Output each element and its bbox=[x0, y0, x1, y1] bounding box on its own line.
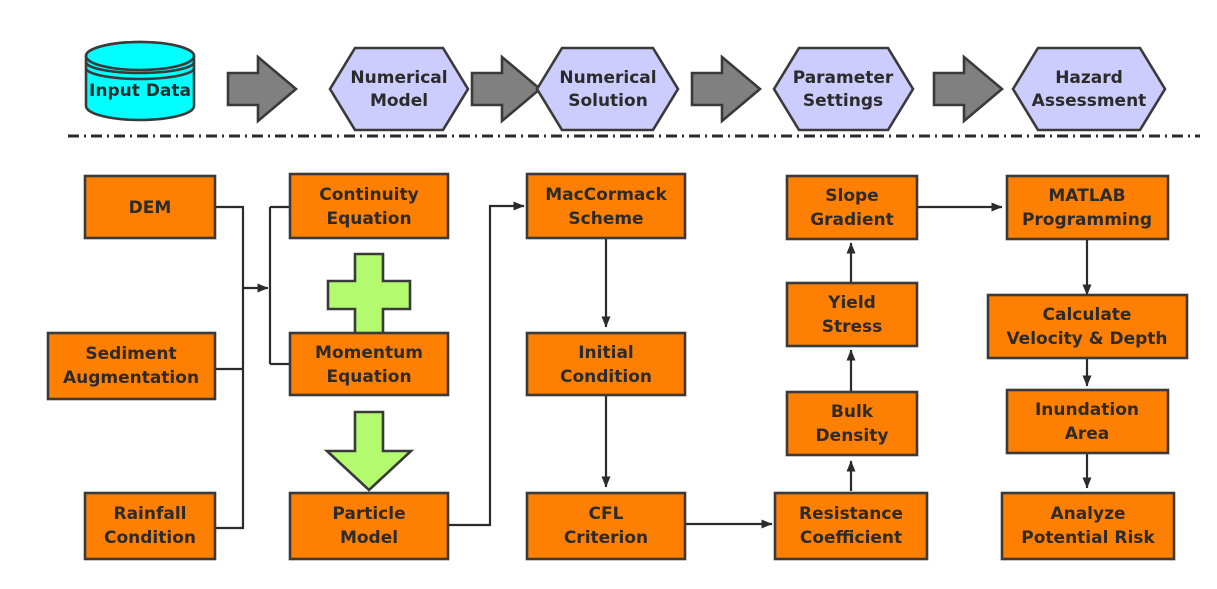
node-slope-gradient[interactable]: Slope Gradient bbox=[785, 174, 919, 241]
gray-arrow-1-icon bbox=[226, 54, 299, 124]
node-label-slope-gradient-1: Slope bbox=[825, 186, 878, 206]
node-label-sediment-augmentation-2: Augmentation bbox=[63, 368, 199, 388]
node-label-hazard-assessment-1: Hazard bbox=[1055, 68, 1123, 88]
node-label-slope-gradient-2: Gradient bbox=[810, 210, 894, 230]
node-rainfall-condition[interactable]: Rainfall Condition bbox=[83, 491, 217, 561]
node-label-sediment-augmentation-1: Sediment bbox=[85, 344, 176, 364]
node-label-continuity-equation-2: Equation bbox=[326, 209, 411, 229]
node-label-maccormack-scheme-2: Scheme bbox=[568, 209, 643, 229]
node-cfl-criterion[interactable]: CFL Criterion bbox=[525, 491, 687, 561]
node-label-matlab-programming-2: Programming bbox=[1022, 210, 1152, 230]
node-label-bulk-density-2: Density bbox=[816, 426, 889, 446]
node-label-numerical-solution-2: Solution bbox=[568, 91, 648, 111]
node-numerical-solution[interactable]: Numerical Solution bbox=[535, 46, 680, 132]
node-label-inundation-area-1: Inundation bbox=[1035, 400, 1139, 420]
node-label-cfl-criterion-1: CFL bbox=[589, 504, 624, 524]
node-label-dem: DEM bbox=[129, 198, 172, 218]
gray-arrow-2-icon bbox=[470, 54, 543, 124]
connector-particle-to-maccormack bbox=[448, 201, 525, 527]
node-label-initial-condition-2: Condition bbox=[560, 367, 652, 387]
node-label-matlab-programming-1: MATLAB bbox=[1048, 186, 1125, 206]
node-label-maccormack-scheme-1: MacCormack bbox=[545, 185, 667, 205]
connector-inputs-to-bus bbox=[215, 205, 269, 530]
node-numerical-model[interactable]: Numerical Model bbox=[328, 46, 470, 132]
node-label-hazard-assessment-2: Assessment bbox=[1032, 91, 1147, 111]
node-label-numerical-model-1: Numerical bbox=[350, 68, 447, 88]
node-label-input-data: Input Data bbox=[89, 81, 191, 101]
node-label-rainfall-condition-1: Rainfall bbox=[113, 504, 186, 524]
node-dem[interactable]: DEM bbox=[83, 174, 217, 240]
node-resistance-coefficient[interactable]: Resistance Coefficient bbox=[773, 491, 929, 561]
node-label-yield-stress-1: Yield bbox=[827, 293, 876, 313]
node-label-bulk-density-1: Bulk bbox=[831, 402, 874, 422]
node-label-analyze-potential-risk-1: Analyze bbox=[1050, 504, 1125, 524]
node-label-calculate-velocity-depth-2: Velocity & Depth bbox=[1006, 329, 1167, 349]
node-momentum-equation[interactable]: Momentum Equation bbox=[288, 331, 450, 397]
node-label-continuity-equation-1: Continuity bbox=[319, 185, 418, 205]
node-initial-condition[interactable]: Initial Condition bbox=[525, 331, 687, 397]
node-calculate-velocity-depth[interactable]: Calculate Velocity & Depth bbox=[986, 293, 1189, 360]
connector-bus-to-equations bbox=[268, 205, 290, 366]
node-label-particle-model-2: Model bbox=[340, 528, 398, 548]
node-matlab-programming[interactable]: MATLAB Programming bbox=[1005, 174, 1170, 241]
node-label-initial-condition-1: Initial bbox=[578, 343, 634, 363]
node-yield-stress[interactable]: Yield Stress bbox=[785, 281, 919, 348]
gray-arrow-4-icon bbox=[932, 54, 1005, 124]
node-bulk-density[interactable]: Bulk Density bbox=[785, 390, 919, 457]
arrow-down-operator-icon bbox=[323, 410, 415, 492]
node-label-inundation-area-2: Area bbox=[1065, 424, 1110, 444]
node-label-numerical-solution-1: Numerical bbox=[559, 68, 656, 88]
node-label-momentum-equation-2: Equation bbox=[326, 367, 411, 387]
node-continuity-equation[interactable]: Continuity Equation bbox=[288, 172, 450, 240]
node-input-data[interactable]: Input Data bbox=[84, 40, 196, 122]
node-label-particle-model-1: Particle bbox=[332, 504, 405, 524]
node-label-resistance-coefficient-1: Resistance bbox=[799, 504, 903, 524]
node-label-numerical-model-2: Model bbox=[370, 91, 428, 111]
node-maccormack-scheme[interactable]: MacCormack Scheme bbox=[525, 172, 687, 240]
node-parameter-settings[interactable]: Parameter Settings bbox=[772, 46, 915, 132]
node-label-parameter-settings-2: Settings bbox=[803, 91, 883, 111]
node-label-rainfall-condition-2: Condition bbox=[104, 528, 196, 548]
node-label-resistance-coefficient-2: Coefficient bbox=[800, 528, 902, 548]
node-analyze-potential-risk[interactable]: Analyze Potential Risk bbox=[1000, 491, 1176, 561]
node-label-cfl-criterion-2: Criterion bbox=[564, 528, 648, 548]
node-particle-model[interactable]: Particle Model bbox=[288, 491, 450, 561]
node-label-calculate-velocity-depth-1: Calculate bbox=[1043, 305, 1132, 325]
node-hazard-assessment[interactable]: Hazard Assessment bbox=[1011, 46, 1167, 132]
node-label-analyze-potential-risk-2: Potential Risk bbox=[1021, 528, 1155, 548]
node-label-parameter-settings-1: Parameter bbox=[793, 68, 894, 88]
gray-arrow-3-icon bbox=[690, 54, 763, 124]
node-label-yield-stress-2: Stress bbox=[822, 317, 883, 337]
plus-operator-icon bbox=[326, 252, 412, 338]
node-inundation-area[interactable]: Inundation Area bbox=[1005, 388, 1170, 455]
node-sediment-augmentation[interactable]: Sediment Augmentation bbox=[46, 331, 217, 401]
node-label-momentum-equation-1: Momentum bbox=[315, 343, 423, 363]
